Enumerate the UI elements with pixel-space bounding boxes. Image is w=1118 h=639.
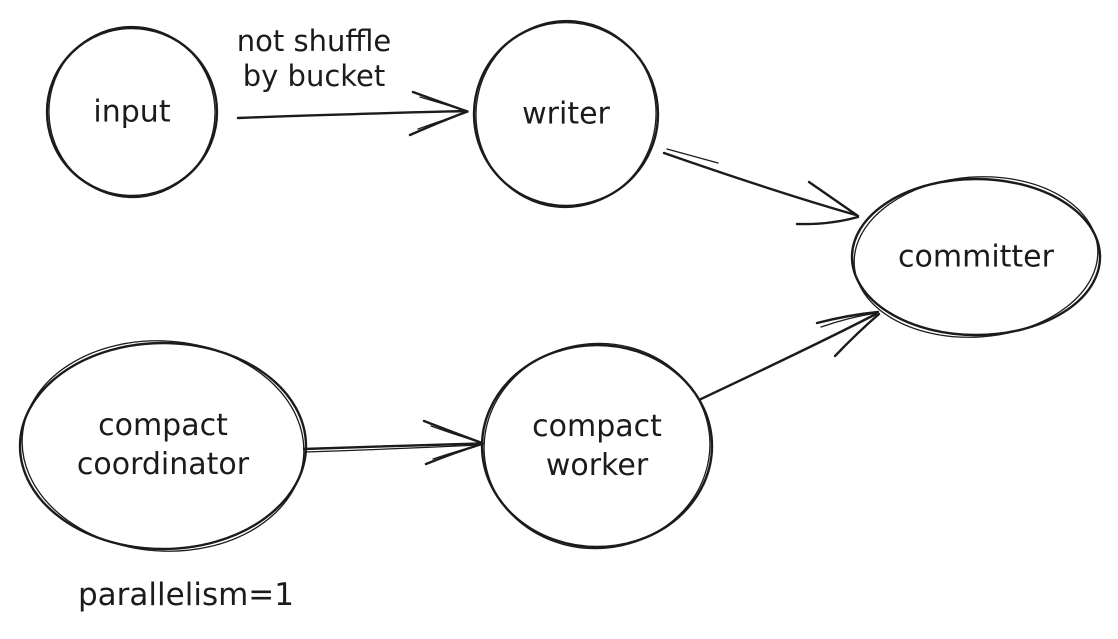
edge-label-not-shuffle-by-bucket: not shuffle by bucket (236, 24, 392, 93)
node-compact-worker-shape (480, 342, 714, 550)
node-input-shape (45, 25, 219, 199)
node-compact-coordinator-label: compact coordinator (76, 408, 250, 482)
node-writer-label: writer (522, 96, 610, 132)
node-committer-label: committer (898, 239, 1054, 275)
annotation-parallelism: parallelism=1 (78, 577, 294, 613)
diagram-strokes (18, 19, 1102, 552)
node-input-label: input (93, 94, 171, 130)
edge-writer-to-committer (662, 148, 860, 226)
node-writer-shape (472, 19, 660, 209)
node-compact-coordinator-shape (18, 340, 308, 552)
edge-coordinator-to-worker (302, 419, 484, 466)
node-committer-shape (850, 176, 1102, 338)
node-compact-worker-label: compact worker (532, 409, 662, 483)
edge-worker-to-committer (699, 310, 881, 401)
edge-input-to-writer (236, 90, 469, 137)
